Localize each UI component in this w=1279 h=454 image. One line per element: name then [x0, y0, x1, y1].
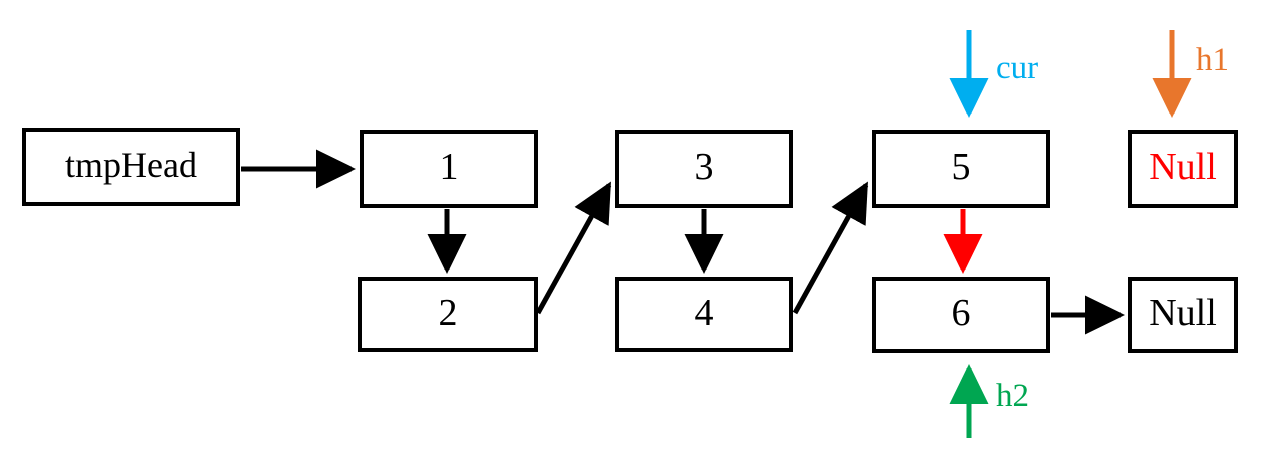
node-label-1: 1: [439, 146, 459, 188]
node-box-tmphead[interactable]: tmpHead: [22, 128, 240, 206]
node-box-2[interactable]: 2: [358, 277, 538, 352]
pointer-label-h1: h1: [1196, 42, 1229, 78]
node-label-null-top: Null: [1149, 146, 1217, 188]
node-box-5[interactable]: 5: [872, 130, 1050, 208]
node-box-3[interactable]: 3: [615, 130, 793, 208]
node-label-3: 3: [694, 146, 714, 188]
pointer-label-h2: h2: [996, 378, 1029, 414]
node-label-tmphead: tmpHead: [65, 145, 197, 185]
node-label-4: 4: [694, 291, 714, 334]
edge-group: [241, 149, 1126, 335]
edge-2-to-3: [535, 181, 612, 315]
node-label-6: 6: [951, 292, 971, 334]
node-label-5: 5: [951, 146, 971, 188]
pointer-label-cur: cur: [996, 50, 1039, 86]
node-label-2: 2: [438, 291, 458, 334]
node-box-null-bottom[interactable]: Null: [1128, 277, 1238, 353]
pointer-arrow-group: [949, 30, 1192, 438]
node-box-4[interactable]: 4: [615, 277, 793, 352]
edge-4-to-5: [792, 181, 869, 315]
node-box-1[interactable]: 1: [360, 130, 538, 208]
node-label-null-bottom: Null: [1149, 292, 1217, 334]
node-box-6[interactable]: 6: [872, 277, 1050, 353]
node-box-null-top[interactable]: Null: [1128, 130, 1238, 208]
